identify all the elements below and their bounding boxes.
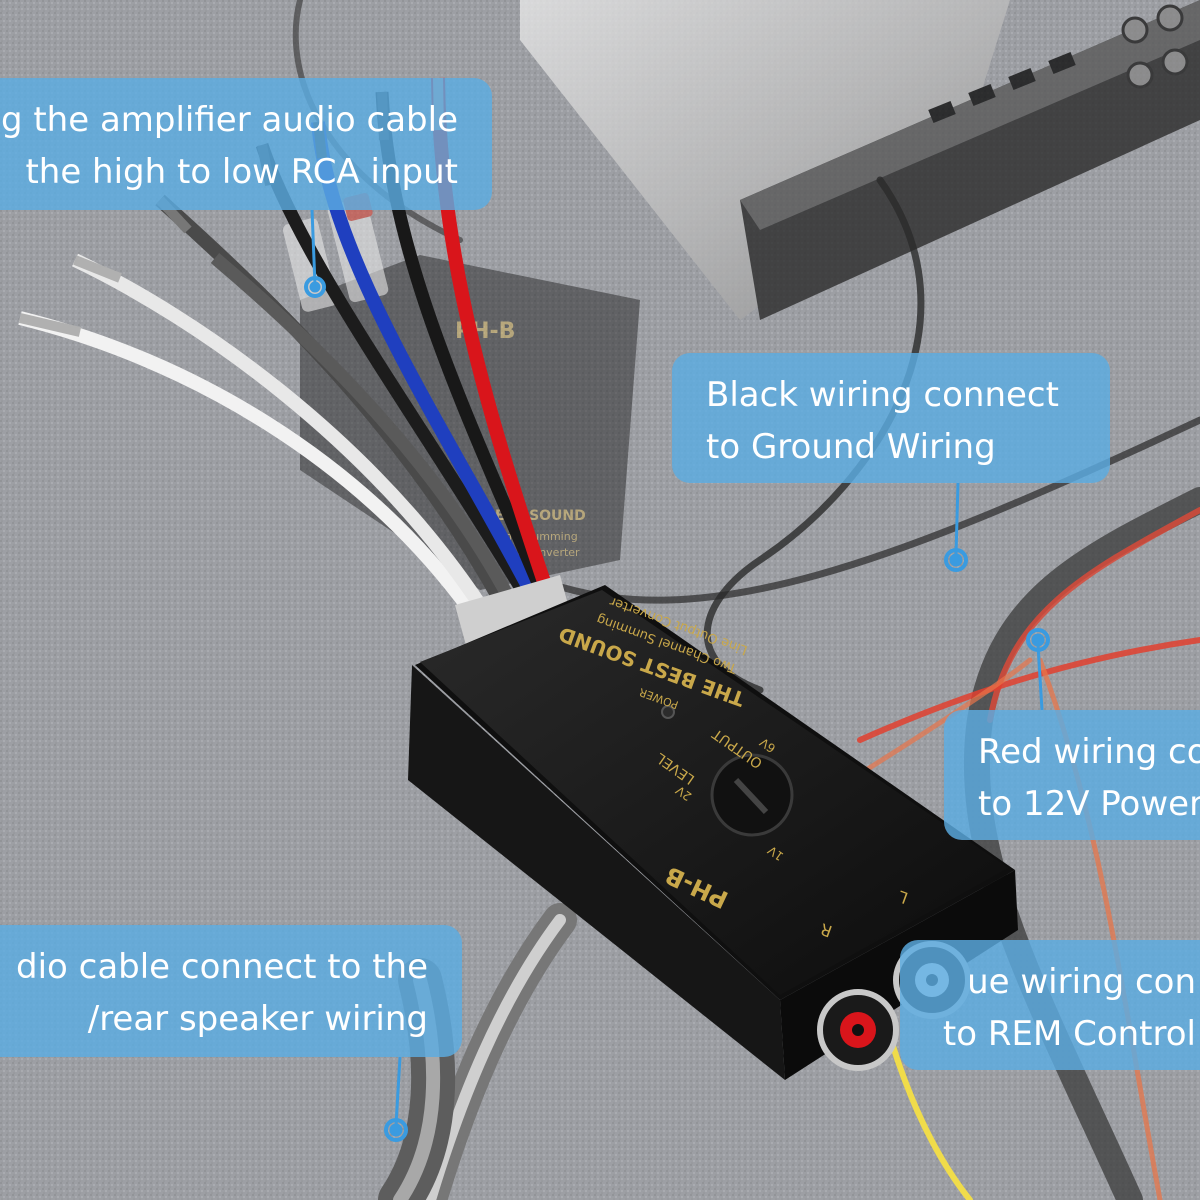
callout-black-line-2: to Ground Wiring — [706, 427, 996, 467]
callout-red-line-2: to 12V Power — [978, 784, 1200, 824]
callout-speaker-line-1: dio cable connect to the — [15, 947, 428, 987]
callout-black-line-1: Black wiring connect — [706, 375, 1059, 415]
callout-blue-line-1: ue wiring con — [967, 962, 1196, 1002]
callout-black-wiring: Black wiring connect to Ground Wiring — [672, 353, 1110, 483]
callout-pointers — [304, 209, 1050, 1142]
line-output-converter — [408, 585, 1018, 1080]
amplifier — [520, 0, 1200, 320]
output-level-knob[interactable] — [710, 753, 794, 837]
power-led — [661, 705, 675, 719]
callout-speaker-wiring: dio cable connect to the /rear speaker w… — [0, 925, 462, 1057]
callout-speaker-line-2: /rear speaker wiring — [87, 999, 428, 1039]
callout-rca-line-2: the high to low RCA input — [25, 152, 458, 192]
callout-red-line-1: Red wiring co — [978, 732, 1200, 772]
callout-blue-wiring: ue wiring con to REM Control — [900, 940, 1200, 1070]
callout-red-wiring: Red wiring co to 12V Power — [944, 710, 1200, 840]
wire-white-2 — [71, 253, 486, 609]
wire-white-1 — [18, 311, 476, 615]
rca-output-right[interactable] — [817, 989, 899, 1071]
wire-gray-2 — [210, 253, 516, 604]
callout-blue-line-2: to REM Control — [942, 1014, 1196, 1054]
callout-rca-input: g the amplifier audio cable the high to … — [0, 78, 492, 210]
callout-rca-line-1: g the amplifier audio cable — [0, 100, 458, 140]
